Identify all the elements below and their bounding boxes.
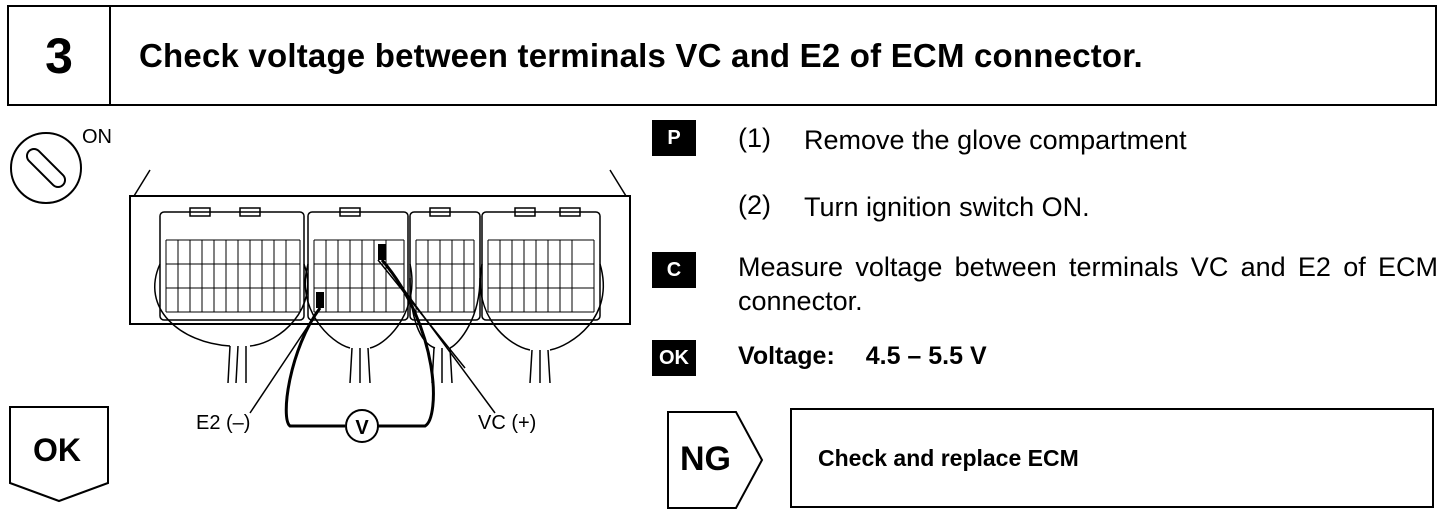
ng-label: NG: [680, 440, 731, 478]
ng-result-text: Check and replace ECM: [818, 444, 1079, 471]
ng-result-box: Check and replace ECM: [790, 408, 1434, 508]
ok-badge: OK: [652, 340, 696, 376]
step-number: 3: [9, 7, 111, 104]
voltage-value: 4.5 – 5.5 V: [865, 342, 987, 370]
e2-terminal-label: E2 (–): [196, 412, 251, 434]
step-title: Check voltage between terminals VC and E…: [139, 36, 1143, 74]
voltmeter-label: V: [355, 417, 369, 439]
ok-arrow-shape: [9, 406, 109, 503]
ecm-connector-diagram: V: [129, 169, 631, 443]
step-2-number: (2): [738, 190, 771, 220]
step-header: 3 Check voltage between terminals VC and…: [7, 5, 1437, 106]
ignition-switch-icon: [10, 132, 82, 204]
voltage-label: Voltage:: [738, 342, 835, 370]
vc-terminal-label: VC (+): [478, 412, 537, 434]
ng-arrow-shape: [667, 411, 764, 509]
step-1-number: (1): [738, 123, 771, 153]
check-text: Measure voltage between terminals VC and…: [738, 252, 1438, 316]
ok-arrow-label: OK: [33, 432, 81, 468]
ignition-on-label: ON: [82, 126, 112, 148]
step-1-text: Remove the glove compartment: [804, 125, 1187, 155]
check-badge: C: [652, 252, 696, 288]
voltmeter-icon: [345, 409, 379, 443]
step-2-text: Turn ignition switch ON.: [804, 192, 1090, 222]
prep-badge: P: [652, 120, 696, 156]
voltage-spec: Voltage: 4.5 – 5.5 V: [738, 342, 987, 371]
